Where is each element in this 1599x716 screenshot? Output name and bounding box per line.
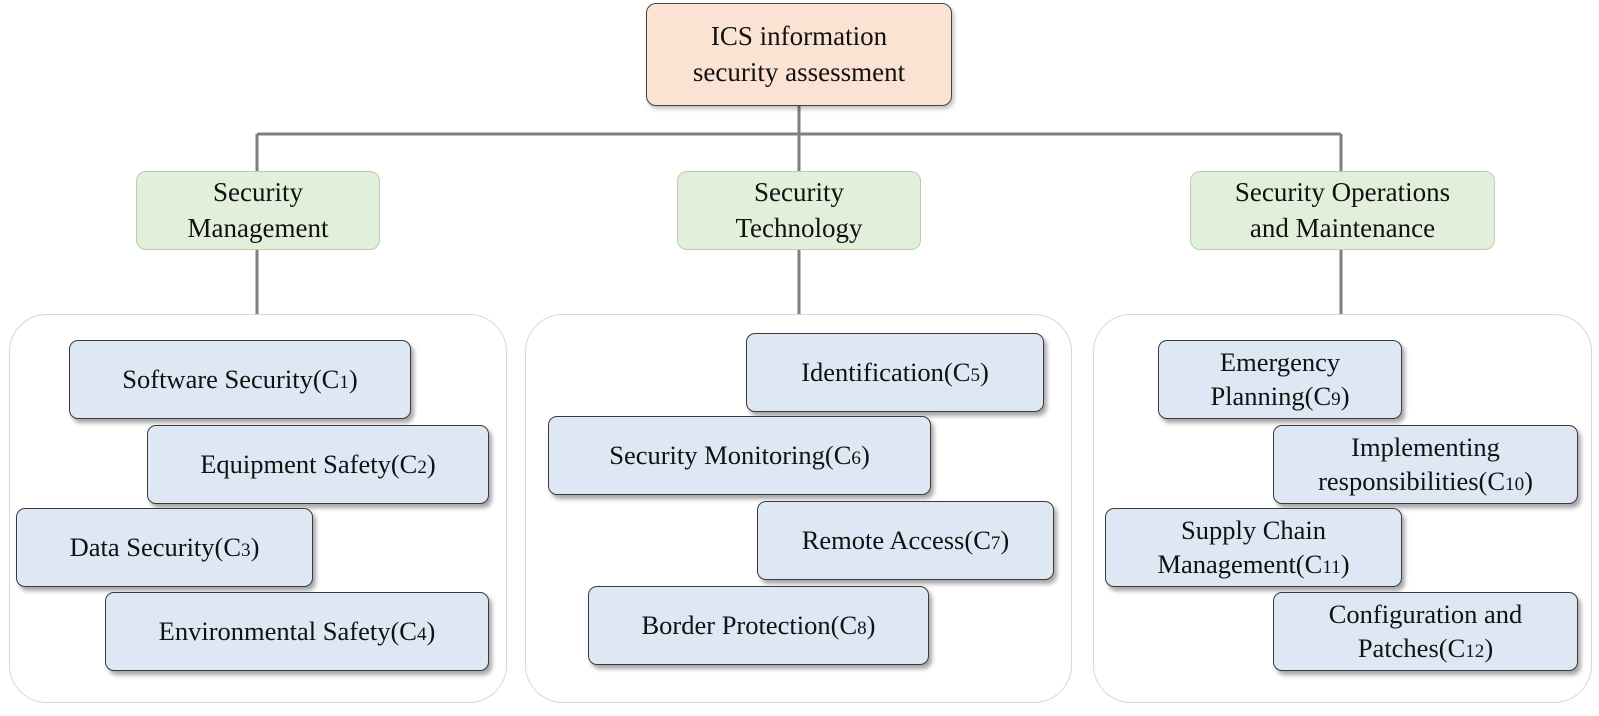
indicator-border-protection: Border Protection(C8) bbox=[588, 586, 929, 665]
category-label-line1: Security bbox=[213, 177, 303, 208]
category-security-management: Security Management bbox=[136, 171, 380, 250]
indicator-security-monitoring: Security Monitoring(C6) bbox=[548, 416, 931, 495]
category-label-line1: Security bbox=[754, 177, 844, 208]
indicator-label-line1: Emergency bbox=[1219, 346, 1341, 377]
indicator-data-security: Data Security(C3) bbox=[16, 508, 313, 587]
indicator-equipment-safety: Equipment Safety(C2) bbox=[147, 425, 489, 504]
root-node: ICS information security assessment bbox=[646, 3, 952, 106]
category-label-line1: Security Operations bbox=[1234, 177, 1451, 208]
indicator-label-line1: Implementing bbox=[1351, 431, 1500, 462]
indicator-label-line2: responsibilities(C10) bbox=[1318, 465, 1533, 496]
indicator-label-line2: Patches(C12) bbox=[1357, 632, 1494, 663]
indicator-label: Data Security(C3) bbox=[69, 532, 260, 563]
indicator-emergency-planning: Emergency Planning(C9) bbox=[1158, 340, 1402, 419]
indicator-label: Border Protection(C8) bbox=[641, 610, 876, 641]
indicator-label-line1: Configuration and bbox=[1328, 598, 1523, 629]
category-label-line2: Management bbox=[187, 212, 329, 243]
category-label-line2: and Maintenance bbox=[1249, 212, 1436, 243]
indicator-identification: Identification(C5) bbox=[746, 333, 1044, 412]
root-title-line2: security assessment bbox=[692, 56, 906, 87]
indicator-label: Software Security(C1) bbox=[122, 364, 358, 395]
indicator-label: Security Monitoring(C6) bbox=[609, 440, 870, 471]
indicator-label-line1: Supply Chain bbox=[1180, 514, 1327, 545]
category-security-operations: Security Operations and Maintenance bbox=[1190, 171, 1495, 250]
indicator-configuration-patches: Configuration and Patches(C12) bbox=[1273, 592, 1578, 671]
indicator-label: Environmental Safety(C4) bbox=[158, 616, 436, 647]
indicator-implementing-responsibilities: Implementing responsibilities(C10) bbox=[1273, 425, 1578, 504]
indicator-label-line2: Planning(C9) bbox=[1210, 380, 1350, 411]
indicator-label: Remote Access(C7) bbox=[801, 525, 1010, 556]
indicator-software-security: Software Security(C1) bbox=[69, 340, 411, 419]
indicator-label: Identification(C5) bbox=[801, 357, 989, 388]
indicator-label: Equipment Safety(C2) bbox=[200, 449, 436, 480]
category-label-line2: Technology bbox=[735, 212, 863, 243]
indicator-label-line2: Management(C11) bbox=[1157, 548, 1350, 579]
root-title-line1: ICS information bbox=[710, 21, 888, 52]
indicator-supply-chain-management: Supply Chain Management(C11) bbox=[1105, 508, 1402, 587]
category-security-technology: Security Technology bbox=[677, 171, 921, 250]
indicator-environmental-safety: Environmental Safety(C4) bbox=[105, 592, 489, 671]
indicator-remote-access: Remote Access(C7) bbox=[757, 501, 1054, 580]
